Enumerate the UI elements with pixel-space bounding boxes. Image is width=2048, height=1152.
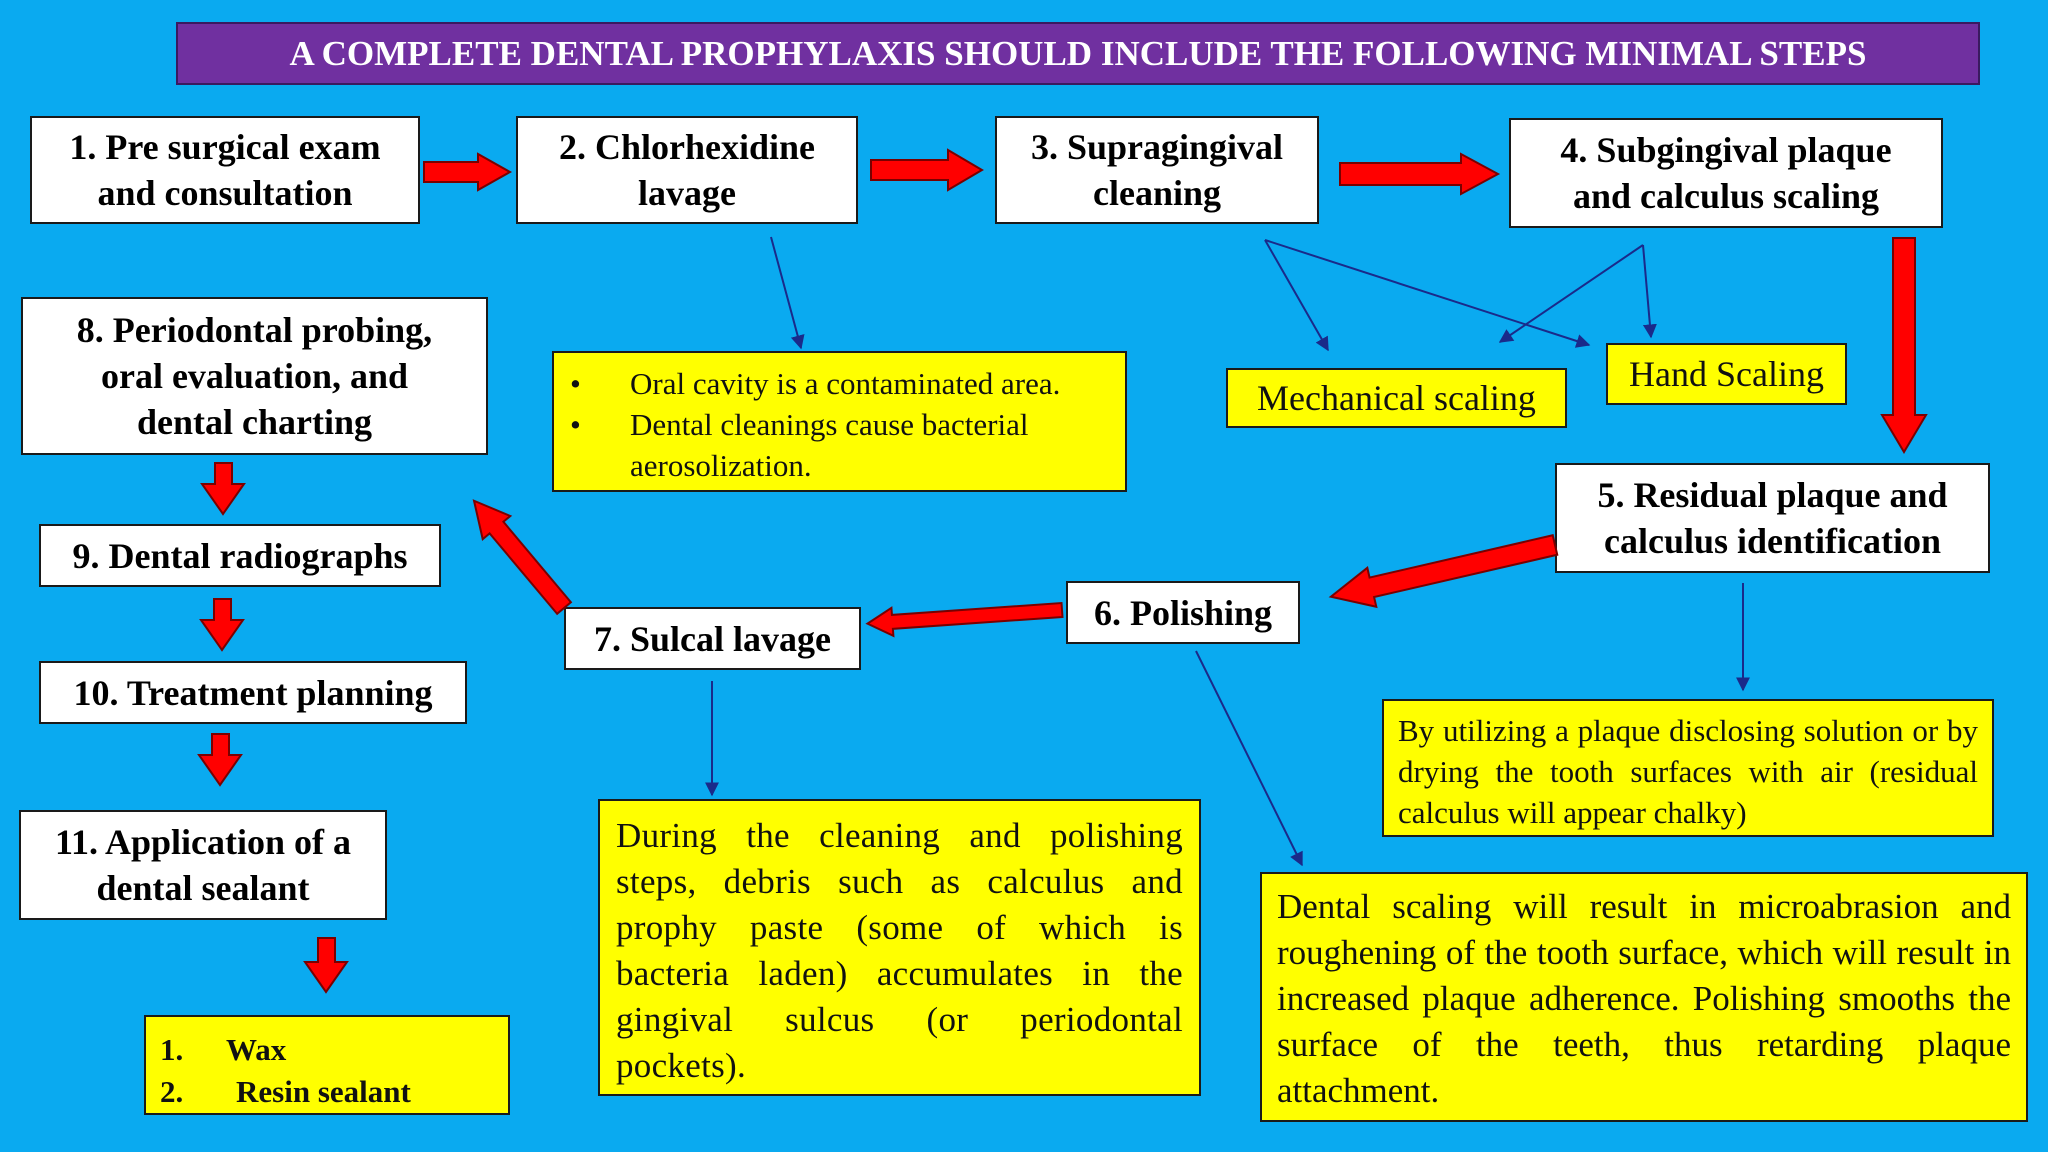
hand-scaling-text: Hand Scaling <box>1629 353 1824 394</box>
pointer-line-to-mechanical-from-4 <box>1498 244 1644 343</box>
step-11-box: 11. Application of a dental sealant <box>19 810 387 920</box>
flow-arrow-2-3 <box>870 148 984 192</box>
sealant-options-list: 1. Wax 2. Resin sealant <box>144 1015 510 1115</box>
step-7-label: 7. Sulcal lavage <box>593 618 831 659</box>
mechanical-scaling-text: Mechanical scaling <box>1257 377 1536 418</box>
pointer-line-lavage <box>770 236 805 350</box>
hand-scaling-note: Hand Scaling <box>1606 343 1847 405</box>
step-6-box: 6. Polishing <box>1066 581 1300 644</box>
flow-arrow-5-6 <box>1328 534 1559 609</box>
flow-arrow-7-8 <box>472 499 573 616</box>
sulcal-debris-note: During the cleaning and polishing steps,… <box>598 799 1201 1096</box>
bullet-text: Oral cavity is a contaminated area. <box>630 366 1061 401</box>
mechanical-scaling-note: Mechanical scaling <box>1226 368 1567 428</box>
pointer-line-to-hand-from-3 <box>1264 239 1591 348</box>
residual-identification-note: By utilizing a plaque disclosing solutio… <box>1382 699 1994 837</box>
bullet-item: • Oral cavity is a contaminated area. <box>570 363 1109 404</box>
step-3-box: 3. Supragingival cleaning <box>995 116 1319 224</box>
pointer-line-polishing <box>1195 650 1303 867</box>
bullet-icon: • <box>570 407 581 442</box>
bullet-icon: • <box>570 366 581 401</box>
list-item: 2. Resin sealant <box>160 1071 494 1113</box>
step-1-label: 1. Pre surgical exam and consultation <box>69 127 381 213</box>
list-text: Resin sealant <box>236 1074 411 1109</box>
list-text: Wax <box>226 1032 287 1067</box>
page-title-text: A COMPLETE DENTAL PROPHYLAXIS SHOULD INC… <box>289 33 1867 73</box>
step-6-label: 6. Polishing <box>1093 592 1273 633</box>
page-title: A COMPLETE DENTAL PROPHYLAXIS SHOULD INC… <box>176 22 1980 85</box>
flow-arrow-11-list <box>303 937 349 994</box>
flow-arrow-3-4 <box>1339 152 1501 196</box>
list-number: 1. <box>160 1032 184 1067</box>
step-1-box: 1. Pre surgical exam and consultation <box>30 116 420 224</box>
flow-arrow-9-10 <box>199 598 245 652</box>
step-2-box: 2. Chlorhexidine lavage <box>516 116 858 224</box>
residual-identification-text: By utilizing a plaque disclosing solutio… <box>1398 713 1978 830</box>
step-8-label: 8. Periodontal probing, oral evaluation,… <box>76 310 433 442</box>
pointer-line-to-mechanical <box>1264 239 1329 352</box>
step-10-label: 10. Treatment planning <box>73 672 433 713</box>
step-5-box: 5. Residual plaque and calculus identifi… <box>1555 463 1990 573</box>
step-5-label: 5. Residual plaque and calculus identifi… <box>1597 475 1948 561</box>
bullet-text: Dental cleanings cause bacterial aerosol… <box>630 407 1029 483</box>
step-4-label: 4. Subgingival plaque and calculus scali… <box>1560 130 1892 216</box>
flow-arrow-4-5 <box>1880 237 1928 454</box>
step-7-box: 7. Sulcal lavage <box>564 607 861 670</box>
step-9-box: 9. Dental radiographs <box>39 524 441 587</box>
step-11-label: 11. Application of a dental sealant <box>54 822 352 908</box>
bullet-item: • Dental cleanings cause bacterial aeros… <box>570 404 1109 486</box>
step-10-box: 10. Treatment planning <box>39 661 467 724</box>
list-item: 1. Wax <box>160 1029 494 1071</box>
flow-arrow-1-2 <box>423 152 513 192</box>
step-8-box: 8. Periodontal probing, oral evaluation,… <box>21 297 488 455</box>
list-number: 2. <box>160 1074 184 1109</box>
pointer-line-to-hand <box>1642 244 1657 339</box>
flow-arrow-10-11 <box>197 733 243 787</box>
step-4-box: 4. Subgingival plaque and calculus scali… <box>1509 118 1943 228</box>
flow-arrow-8-9 <box>200 462 246 516</box>
step-2-label: 2. Chlorhexidine lavage <box>558 127 816 213</box>
sulcal-debris-text: During the cleaning and polishing steps,… <box>616 816 1183 1085</box>
step-9-label: 9. Dental radiographs <box>72 535 408 576</box>
polishing-reason-note: Dental scaling will result in microabras… <box>1260 872 2028 1122</box>
lavage-bullet-list: • Oral cavity is a contaminated area. • … <box>552 351 1127 492</box>
flow-arrow-6-7 <box>865 601 1064 638</box>
step-3-label: 3. Supragingival cleaning <box>1030 127 1284 213</box>
polishing-reason-text: Dental scaling will result in microabras… <box>1277 887 2011 1110</box>
